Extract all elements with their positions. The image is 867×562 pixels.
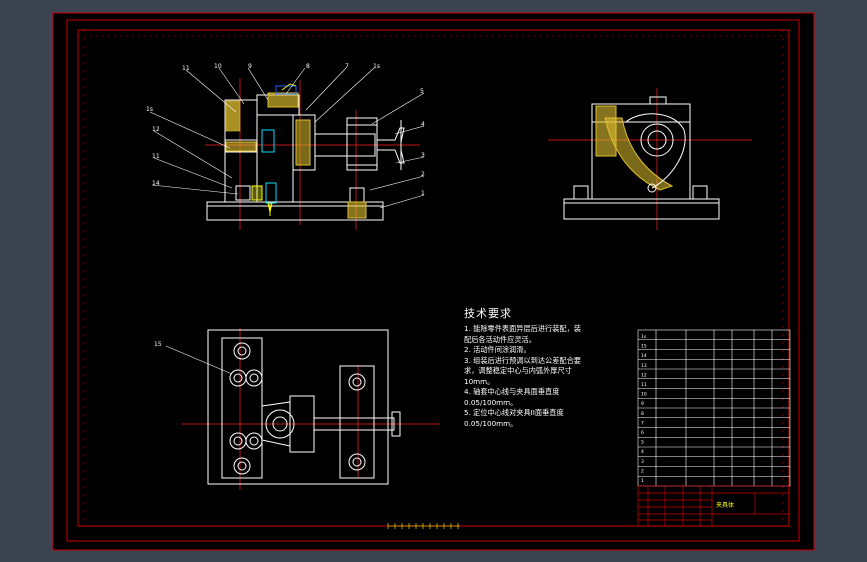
tech-line: 2. 活动件间涂润滑。 bbox=[464, 345, 531, 354]
front-view-balloons: 11 10 9 8 7 1s 5 4 3 2 1 1s 12 11 14 bbox=[146, 63, 425, 197]
part-no-row: 1 bbox=[641, 478, 644, 484]
scale-ruler bbox=[387, 523, 460, 529]
part-no-row: 6 bbox=[641, 430, 644, 436]
part-no-row: 9 bbox=[641, 401, 644, 407]
front-view-leaders bbox=[149, 67, 425, 209]
balloon-11-top: 11 bbox=[182, 65, 190, 72]
part-no-row: 3 bbox=[641, 459, 644, 465]
front-view[interactable] bbox=[205, 78, 420, 230]
part-no-row: 14 bbox=[641, 353, 647, 359]
balloon-2: 2 bbox=[421, 171, 425, 178]
side-view[interactable] bbox=[548, 88, 752, 230]
outer-border bbox=[66, 19, 800, 542]
part-no-row: 5 bbox=[641, 440, 644, 446]
part-no-row: 2 bbox=[641, 468, 644, 474]
top-view-leaders: 15 bbox=[154, 341, 233, 375]
balloon-9: 9 bbox=[248, 63, 252, 70]
part-no-row: 15 bbox=[641, 344, 647, 350]
parts-list[interactable] bbox=[637, 329, 791, 487]
balloon-12: 12 bbox=[152, 126, 160, 133]
balloon-8: 8 bbox=[306, 63, 310, 70]
tech-line: 0.05/100mm。 bbox=[464, 418, 518, 428]
part-no-row: 4 bbox=[641, 449, 644, 455]
balloon-14: 14 bbox=[152, 180, 160, 187]
tech-line: 求，调整稳定中心与内弧外厚尺寸 bbox=[464, 366, 572, 375]
balloon-5: 5 bbox=[420, 88, 424, 95]
balloon-4: 4 bbox=[421, 121, 425, 128]
tech-requirements-title: 技术要求 bbox=[464, 307, 512, 320]
tech-line: 10mm。 bbox=[464, 376, 495, 386]
part-no-row: 12 bbox=[641, 372, 647, 378]
paper-sheet bbox=[52, 12, 815, 551]
drawing-name: 夹具体 bbox=[716, 501, 734, 509]
balloon-1: 1 bbox=[421, 190, 425, 197]
balloon-15: 15 bbox=[154, 341, 162, 348]
part-no-row: 1s bbox=[641, 334, 647, 340]
part-no-row: 11 bbox=[641, 382, 647, 388]
part-no-row: 10 bbox=[641, 392, 647, 398]
balloon-7: 7 bbox=[345, 63, 349, 70]
balloon-3: 3 bbox=[421, 152, 425, 159]
title-block[interactable] bbox=[637, 485, 790, 527]
balloon-1s-right: 1s bbox=[373, 63, 380, 70]
balloon-1s-left: 1s bbox=[146, 106, 153, 113]
tech-line: 1. 能除零件表面异层后进行装配，装 bbox=[464, 324, 581, 333]
tech-line: 0.05/100mm。 bbox=[464, 397, 518, 407]
part-no-row: 7 bbox=[641, 420, 644, 426]
balloon-11-left: 11 bbox=[152, 153, 160, 160]
tech-line: 配后各活动件应灵活。 bbox=[464, 334, 536, 344]
tech-line: 3. 组装后进行预调以到达公差配合要 bbox=[464, 355, 581, 365]
part-no-row: 8 bbox=[641, 411, 644, 417]
tech-line: 4. 轴套中心线与夹具面垂直度 bbox=[464, 387, 560, 396]
top-view[interactable] bbox=[182, 328, 440, 490]
tech-line: 5. 定位中心线对夹具II面垂直度 bbox=[464, 408, 564, 417]
technical-requirements: 技术要求 1. 能除零件表面异层后进行装配，装 配后各活动件应灵活。 2. 活动… bbox=[464, 305, 634, 429]
part-no-row: 13 bbox=[641, 363, 647, 369]
balloon-10: 10 bbox=[214, 63, 222, 70]
parts-list-numbers: 1s 15 14 13 12 11 10 9 8 7 6 5 4 3 2 1 bbox=[641, 334, 647, 484]
